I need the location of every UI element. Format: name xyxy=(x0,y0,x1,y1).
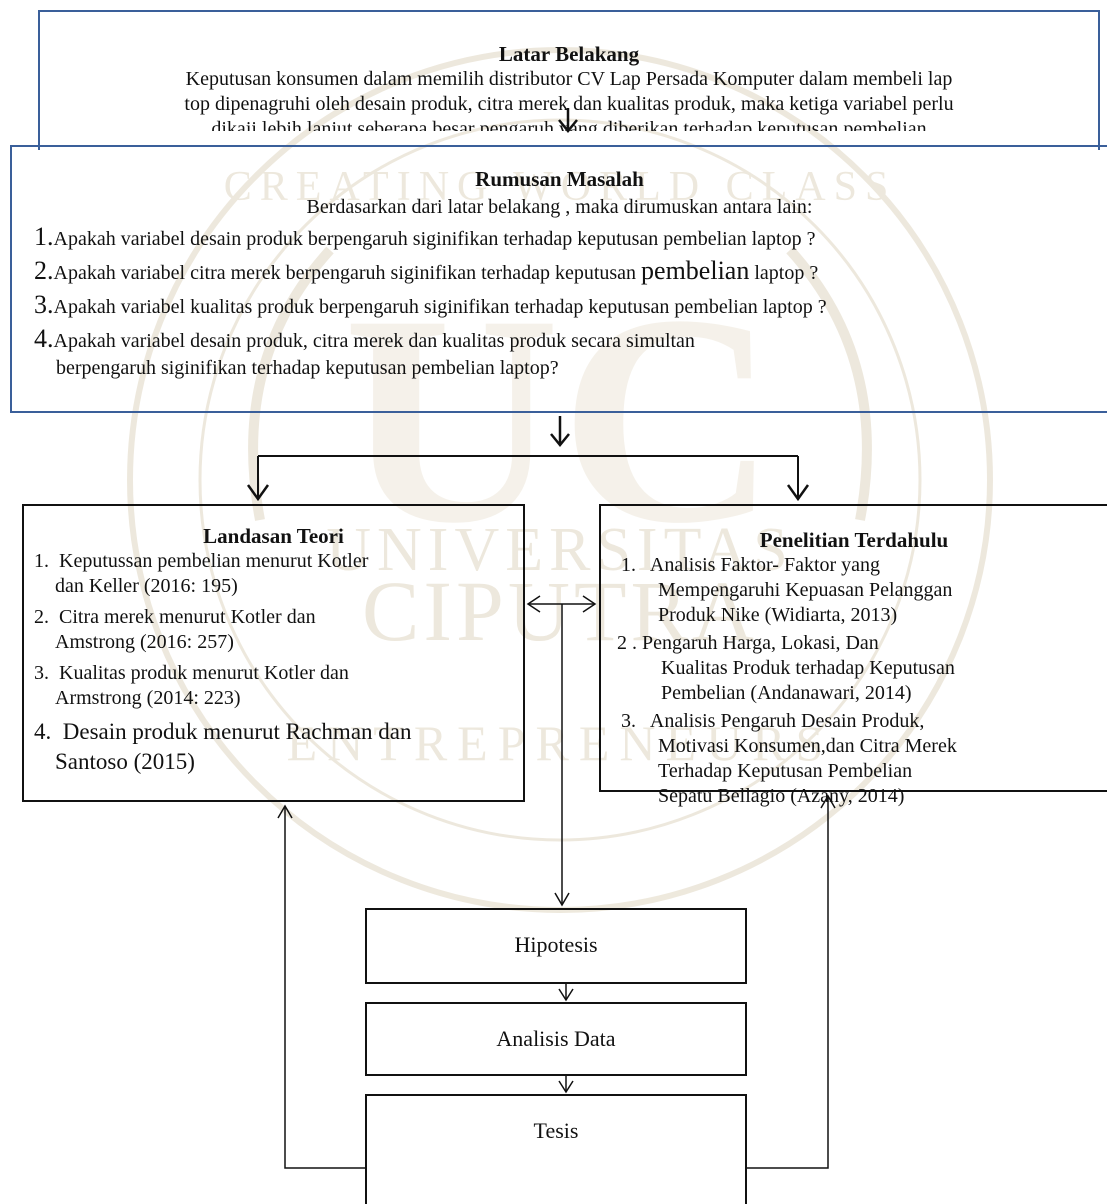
rumusan-masalah-box: Rumusan Masalah Berdasarkan dari latar b… xyxy=(10,145,1107,413)
rumusan-masalah-title: Rumusan Masalah xyxy=(475,167,644,191)
landasan-item-4-num: 4. xyxy=(34,719,52,744)
rumusan-item-1: 1.Apakah variabel desain produk berpenga… xyxy=(34,224,1107,252)
rumusan-item-1-num: 1. xyxy=(34,222,54,251)
landasan-item-4-line-2: Santoso (2015) xyxy=(55,749,195,774)
penelitian-item-3-line-1: Analisis Pengaruh Desain Produk, xyxy=(649,710,925,732)
rumusan-item-2-emphasis: pembelian xyxy=(641,256,750,285)
landasan-item-3-line-2: Armstrong (2014: 223) xyxy=(55,687,241,709)
penelitian-item-1-num: 1. xyxy=(621,554,636,576)
landasan-item-2-line-1: Citra merek menurut Kotler dan xyxy=(59,606,316,628)
latar-belakang-line-2: top dipenagruhi oleh desain produk, citr… xyxy=(184,93,954,115)
landasan-teori-box: Landasan Teori 1. Keputussan pembelian m… xyxy=(22,504,525,802)
penelitian-item-1: 1. Analisis Faktor- Faktor yang Mempenga… xyxy=(621,553,1107,628)
penelitian-item-2-line-1: Pengaruh Harga, Lokasi, Dan xyxy=(642,632,879,654)
analisis-data-label: Analisis Data xyxy=(496,1026,616,1051)
penelitian-item-1-line-2: Mempengaruhi Kepuasan Pelanggan xyxy=(658,579,953,601)
penelitian-terdahulu-title: Penelitian Terdahulu xyxy=(759,528,949,552)
tesis-box: Tesis xyxy=(365,1094,747,1204)
feedback-right-arrowhead xyxy=(820,794,836,809)
landasan-item-2: 2. Citra merek menurut Kotler dan Amstro… xyxy=(34,605,523,655)
landasan-item-1-line-2: dan Keller (2016: 195) xyxy=(55,575,238,597)
rumusan-item-3-text: Apakah variabel kualitas produk berpenga… xyxy=(53,296,827,318)
feedback-left-line xyxy=(284,806,365,1169)
branch-left-arrowhead xyxy=(246,484,270,502)
latar-belakang-box: Latar Belakang Keputusan konsumen dalam … xyxy=(38,10,1100,150)
arrow-analisis-to-tesis-head xyxy=(558,1080,574,1094)
penelitian-terdahulu-box: Penelitian Terdahulu 1. Analisis Faktor-… xyxy=(599,504,1107,807)
penelitian-item-3-line-2: Motivasi Konsumen,dan Citra Merek xyxy=(658,735,957,757)
landasan-item-1-line-1: Keputussan pembelian menurut Kotler xyxy=(59,550,369,572)
landasan-item-4: 4. Desain produk menurut Rachman dan San… xyxy=(34,717,523,777)
landasan-item-2-num: 2. xyxy=(34,606,49,628)
penelitian-item-2-num: 2 . xyxy=(617,632,637,654)
landasan-item-3-num: 3. xyxy=(34,662,49,684)
rumusan-item-2-text: Apakah variabel citra merek berpengaruh … xyxy=(53,262,642,284)
landasan-item-1: 1. Keputussan pembelian menurut Kotler d… xyxy=(34,549,523,599)
analisis-data-box: Analisis Data xyxy=(365,1002,747,1076)
rumusan-item-4-num: 4. xyxy=(34,324,54,353)
landasan-item-3: 3. Kualitas produk menurut Kotler dan Ar… xyxy=(34,661,523,711)
arrow-latar-to-rumusan-head xyxy=(558,119,578,133)
landasan-item-1-num: 1. xyxy=(34,550,49,572)
latar-belakang-title: Latar Belakang xyxy=(498,42,640,66)
feedback-right-line xyxy=(747,796,829,1169)
penelitian-item-1-line-1: Analisis Faktor- Faktor yang xyxy=(649,554,881,576)
rumusan-item-3-num: 3. xyxy=(34,290,54,319)
arrow-hipotesis-to-analisis-head xyxy=(558,988,574,1002)
hipotesis-box: Hipotesis xyxy=(365,908,747,984)
double-arrow-left-head xyxy=(526,595,541,613)
rumusan-item-1-text: Apakah variabel desain produk berpengaru… xyxy=(53,228,816,250)
landasan-teori-title: Landasan Teori xyxy=(203,524,344,548)
arrow-rumusan-down-head xyxy=(550,433,570,447)
penelitian-item-2-line-3: Pembelian (Andanawari, 2014) xyxy=(661,682,912,704)
penelitian-item-1-line-3: Produk Nike (Widiarta, 2013) xyxy=(658,604,898,626)
rumusan-item-4-continued: berpengaruh siginifikan terhadap keputus… xyxy=(56,357,559,379)
rumusan-item-2-tail: laptop ? xyxy=(749,262,819,284)
rumusan-item-3: 3.Apakah variabel kualitas produk berpen… xyxy=(34,292,1107,320)
penelitian-item-2-line-2: Kualitas Produk terhadap Keputusan xyxy=(661,657,955,679)
penelitian-item-3: 3. Analisis Pengaruh Desain Produk, Moti… xyxy=(621,709,1107,809)
branch-right-arrowhead xyxy=(786,484,810,502)
rumusan-item-4-text: Apakah variabel desain produk, citra mer… xyxy=(53,330,695,352)
rumusan-item-4: 4.Apakah variabel desain produk, citra m… xyxy=(34,326,1107,354)
rumusan-item-2-num: 2. xyxy=(34,256,54,285)
feedback-left-arrowhead xyxy=(277,804,293,819)
arrow-to-hipotesis-head xyxy=(554,892,570,907)
landasan-item-3-line-1: Kualitas produk menurut Kotler dan xyxy=(59,662,349,684)
rumusan-masalah-intro: Berdasarkan dari latar belakang , maka d… xyxy=(306,196,813,218)
double-arrow-right-head xyxy=(582,595,597,613)
landasan-item-4-line-1: Desain produk menurut Rachman dan xyxy=(62,719,412,744)
penelitian-item-3-num: 3. xyxy=(621,710,636,732)
landasan-item-2-line-2: Amstrong (2016: 257) xyxy=(55,631,234,653)
tesis-label: Tesis xyxy=(533,1118,579,1143)
penelitian-item-3-line-4: Sepatu Bellagio (Azany, 2014) xyxy=(658,785,905,807)
penelitian-item-2: 2 . Pengaruh Harga, Lokasi, Dan Kualitas… xyxy=(617,631,1107,706)
hipotesis-label: Hipotesis xyxy=(514,932,598,957)
rumusan-item-2: 2.Apakah variabel citra merek berpengaru… xyxy=(34,258,1107,286)
latar-belakang-line-1: Keputusan konsumen dalam memilih distrib… xyxy=(185,68,953,90)
penelitian-item-3-line-3: Terhadap Keputusan Pembelian xyxy=(658,760,913,782)
